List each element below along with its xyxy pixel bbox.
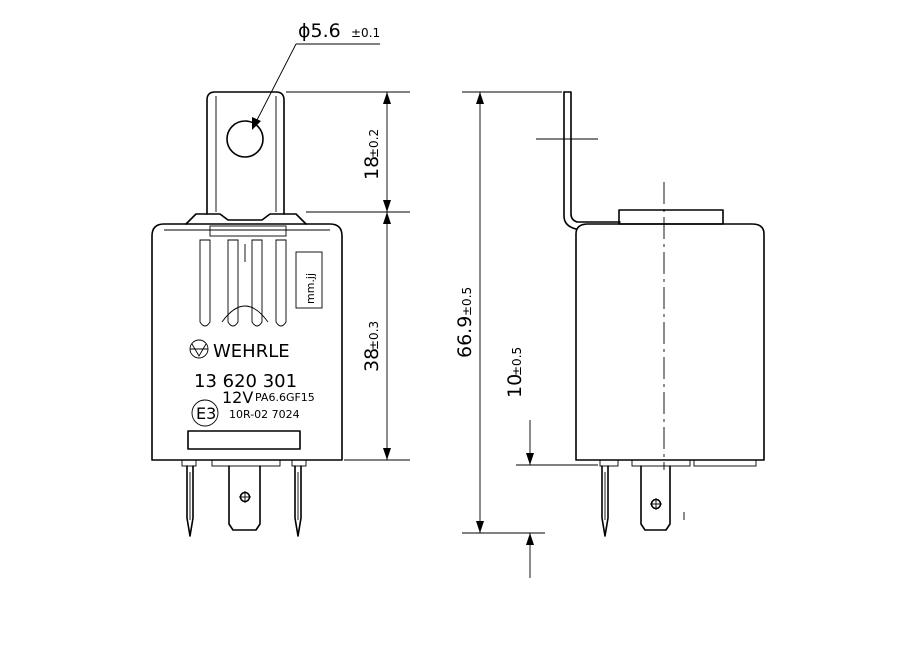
- tab-height-tolerance: ±0.2: [367, 129, 381, 158]
- pin-length-tolerance: ±0.5: [510, 347, 524, 376]
- pin-length-dimension: 10 ±0.5: [504, 347, 598, 578]
- approval-mark-circle: [191, 399, 219, 427]
- narrow-pin: [186, 465, 194, 537]
- brand-logo-icon: [189, 339, 209, 359]
- side-base-ledge: [631, 459, 691, 467]
- overall-height-dimension: 66.9 ±0.5: [454, 91, 562, 534]
- side-tab-back: [563, 91, 577, 230]
- material-code: PA6.6GF15: [255, 391, 315, 404]
- side-top-ridge: [618, 209, 724, 225]
- internal-blade: [275, 239, 287, 327]
- narrow-pin: [294, 465, 302, 537]
- voltage-rating: 12V: [222, 388, 253, 407]
- mounting-hole: [226, 120, 264, 158]
- blade-terminal: [228, 465, 261, 531]
- internal-blade: [199, 239, 211, 327]
- part-number: 13 620 301: [194, 371, 297, 392]
- pin-length-value: 10: [504, 374, 526, 398]
- front-view: mm.jj WEHRLE 13 620 301 12V PA6.6GF15 E3…: [151, 91, 343, 537]
- body-height-value: 38: [361, 348, 383, 372]
- base-ledge: [291, 459, 307, 467]
- internal-bracket: [209, 225, 287, 237]
- tab-foot: [185, 213, 307, 225]
- approval-mark: E3: [196, 404, 216, 423]
- side-blade-terminal: [640, 465, 671, 531]
- base-ledge: [181, 459, 197, 467]
- side-tab: [563, 91, 621, 223]
- overall-height-tolerance: ±0.5: [460, 287, 474, 316]
- hole-diameter-callout: ϕ5.6 ±0.1: [252, 20, 380, 130]
- base-ledge: [211, 459, 281, 467]
- date-code-box: [295, 251, 323, 309]
- internal-blade: [251, 239, 263, 327]
- side-housing: [575, 223, 765, 461]
- date-code: mm.jj: [304, 273, 317, 304]
- side-base-ledge: [693, 459, 757, 467]
- relay-housing: [151, 223, 343, 461]
- side-narrow-pin: [601, 465, 609, 537]
- mounting-tab: [206, 91, 285, 215]
- body-height-tolerance: ±0.3: [367, 321, 381, 350]
- internal-blade: [227, 239, 239, 327]
- tab-height-value: 18: [361, 156, 383, 180]
- hole-diameter-value: ϕ5.6: [298, 20, 341, 42]
- side-view: [536, 91, 765, 537]
- brand-name: WEHRLE: [213, 341, 290, 362]
- approval-number: 10R-02 7024: [229, 408, 300, 421]
- internal-coil-arc: [221, 305, 269, 323]
- tab-height-dimension: 18 ±0.2: [286, 91, 410, 213]
- overall-height-value: 66.9: [454, 316, 476, 358]
- side-base-ledge: [599, 459, 619, 467]
- body-height-dimension: 38 ±0.3: [344, 212, 410, 461]
- hole-diameter-tolerance: ±0.1: [351, 26, 380, 40]
- label-strip: [187, 430, 301, 450]
